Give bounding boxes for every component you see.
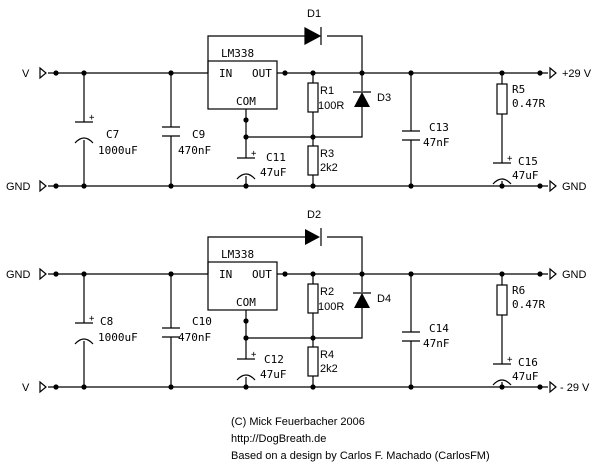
svg-text:+: + — [89, 113, 95, 123]
r1-value: 100R — [318, 100, 344, 112]
r2-name: R4 — [320, 349, 334, 361]
c-out2-name: C16 — [518, 356, 538, 369]
diode-side-label: D4 — [377, 293, 391, 305]
r2-value: 2k2 — [320, 363, 338, 375]
c-in2-name: C10 — [192, 315, 212, 328]
c-in2-value: 470nF — [178, 144, 211, 157]
r1-name: R2 — [320, 286, 334, 298]
c-out1-value: 47nF — [423, 337, 450, 350]
output-top-label: +29 V — [562, 68, 592, 80]
credit-line-1: (C) Mick Feuerbacher 2006 — [231, 416, 365, 428]
c-out1-name: C14 — [429, 322, 449, 335]
regulator-ic — [207, 60, 278, 110]
r1-value: 100R — [318, 301, 344, 313]
c-out2-value: 47uF — [512, 169, 539, 182]
ic-name: LM338 — [221, 47, 254, 60]
svg-text:+: + — [251, 350, 257, 360]
input-bottom-label: V — [22, 382, 30, 394]
ic-name: LM338 — [221, 248, 254, 261]
regulator-negative: + + + GND V GND - 29 V LM338 IN — [6, 209, 590, 394]
r-out-name: R5 — [512, 83, 525, 96]
output-bottom-label: - 29 V — [560, 382, 590, 394]
credit-line-3: Based on a design by Carlos F. Machado (… — [231, 450, 490, 462]
diode-top-label: D1 — [307, 8, 321, 20]
ic-pin-com: COM — [236, 296, 256, 309]
c-in1-value: 1000uF — [98, 144, 138, 157]
c-adj-value: 47uF — [260, 166, 287, 179]
c-out1-name: C13 — [429, 121, 449, 134]
credit-line-2: http://DogBreath.de — [231, 433, 326, 445]
c-in2-name: C9 — [192, 128, 205, 141]
output-top-label: GND — [562, 269, 587, 281]
ic-pin-out: OUT — [252, 268, 272, 281]
r-out-name: R6 — [512, 284, 525, 297]
r-out-value: 0.47R — [512, 298, 545, 311]
c-adj-value: 47uF — [260, 368, 287, 381]
svg-text:+: + — [507, 355, 513, 365]
r-out-value: 0.47R — [512, 97, 545, 110]
diode-top-label: D2 — [307, 209, 321, 221]
output-bottom-label: GND — [562, 181, 587, 193]
c-in1-name: C8 — [100, 315, 113, 328]
r2-name: R3 — [320, 148, 334, 160]
c-out2-value: 47uF — [512, 370, 539, 383]
r2-value: 2k2 — [320, 162, 338, 174]
credits: (C) Mick Feuerbacher 2006 http://DogBrea… — [231, 416, 490, 462]
regulator-positive: + + + — [6, 8, 592, 193]
c-out1-value: 47nF — [423, 136, 450, 149]
ic-pin-in: IN — [219, 67, 232, 80]
diode-side-label: D3 — [377, 92, 391, 104]
c-in2-value: 470nF — [178, 331, 211, 344]
input-bottom-label: GND — [6, 181, 31, 193]
c-adj-name: C12 — [264, 353, 284, 366]
svg-text:+: + — [251, 149, 257, 159]
ic-pin-com: COM — [236, 95, 256, 108]
c-out2-name: C15 — [518, 155, 538, 168]
c-in1-name: C7 — [106, 128, 119, 141]
ic-pin-in: IN — [219, 268, 232, 281]
svg-text:+: + — [507, 154, 513, 164]
c-in1-value: 1000uF — [98, 331, 138, 344]
regulator-ic — [207, 261, 278, 311]
r1-name: R1 — [320, 85, 334, 97]
ic-pin-out: OUT — [252, 67, 272, 80]
input-top-label: V — [22, 68, 30, 80]
svg-text:+: + — [89, 314, 95, 324]
input-top-label: GND — [6, 269, 31, 281]
c-adj-name: C11 — [266, 151, 286, 164]
